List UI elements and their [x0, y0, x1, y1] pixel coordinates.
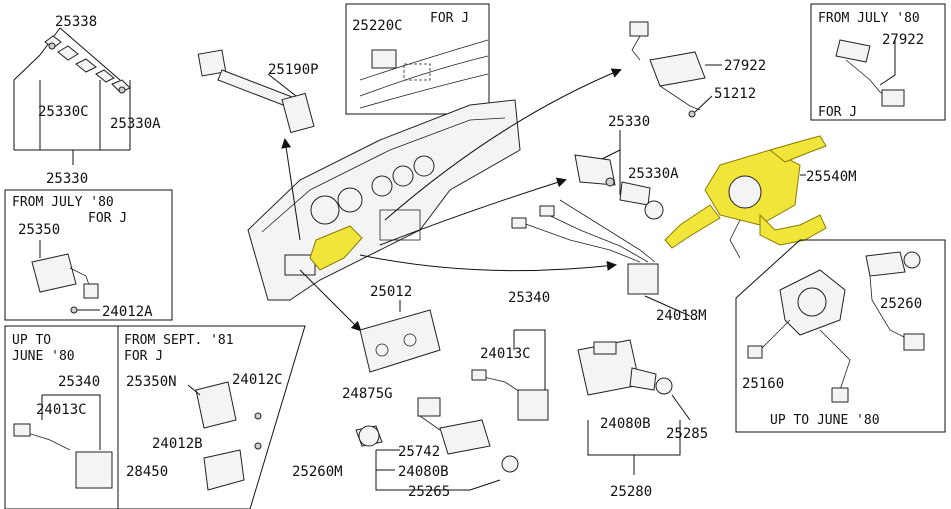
label-24080B-left: 24080B [398, 464, 449, 480]
label-25012: 25012 [370, 284, 412, 300]
label-27922: 27922 [724, 58, 766, 74]
label-up-to: UP TO [12, 333, 51, 348]
label-24013C-center: 24013C [480, 346, 531, 362]
label-24018M: 24018M [656, 308, 707, 324]
label-25190P: 25190P [268, 62, 319, 78]
label-25280: 25280 [610, 484, 652, 500]
part-25350N [187, 381, 262, 491]
label-25540M: 25540M [806, 169, 857, 185]
group-25330-right [574, 130, 664, 220]
label-for-j-topright: FOR J [818, 105, 857, 120]
group-25280 [577, 339, 691, 475]
label-25330C: 25330C [38, 104, 89, 120]
highlight-dashboard [309, 225, 363, 271]
label-for-j-sept: FOR J [124, 349, 163, 364]
label-25330A-right: 25330A [628, 166, 679, 182]
label-24012C: 24012C [232, 372, 283, 388]
dashboard [247, 99, 521, 301]
label-june-80: JUNE '80 [12, 349, 75, 364]
part-25260-right [865, 251, 925, 351]
label-25330-right: 25330 [608, 114, 650, 130]
label-25350: 25350 [18, 222, 60, 238]
label-for-j-left: FOR J [88, 211, 127, 226]
label-25220C: 25220C [352, 18, 403, 34]
label-25260-right: 25260 [880, 296, 922, 312]
label-25340-left: 25340 [58, 374, 100, 390]
label-up-to-june-80-right: UP TO JUNE '80 [770, 413, 880, 428]
part-25160 [747, 269, 851, 403]
label-28450: 28450 [126, 464, 168, 480]
box-bottom-left [4, 325, 306, 509]
label-for-j-top: FOR J [430, 11, 469, 26]
box-from-july-80-left [4, 189, 173, 321]
label-25330-left: 25330 [46, 171, 88, 187]
label-24012B: 24012B [152, 436, 203, 452]
label-from-sept-81: FROM SEPT. '81 [124, 333, 234, 348]
part-25540M-highlighted [664, 135, 827, 259]
label-24875G: 24875G [342, 386, 393, 402]
label-25742: 25742 [398, 444, 440, 460]
label-27922-box: 27922 [882, 32, 924, 48]
part-25190P [197, 49, 315, 134]
label-25350N: 25350N [126, 374, 177, 390]
label-25265: 25265 [408, 484, 450, 500]
label-25160: 25160 [742, 376, 784, 392]
label-25330A-left: 25330A [110, 116, 161, 132]
label-25260M: 25260M [292, 464, 343, 480]
label-24080B-right: 24080B [600, 416, 651, 432]
label-24012A: 24012A [102, 304, 153, 320]
part-27922 [629, 21, 722, 118]
label-from-july-80-left: FROM JULY '80 [12, 195, 114, 210]
part-25340-left [13, 394, 113, 489]
harness-24018M [511, 199, 691, 317]
part-25012 [359, 300, 441, 373]
label-from-july-80-top: FROM JULY '80 [818, 11, 920, 26]
box-from-july-80-top [810, 3, 946, 121]
group-25340-center [471, 329, 549, 421]
box-up-to-june-80-right [735, 239, 946, 433]
label-25340-center: 25340 [508, 290, 550, 306]
label-25338: 25338 [55, 14, 97, 30]
box-25220C [345, 3, 490, 115]
group-25265 [355, 397, 519, 491]
label-24013C-left: 24013C [36, 402, 87, 418]
label-25285: 25285 [666, 426, 708, 442]
group-25330-left [13, 27, 131, 165]
label-51212: 51212 [714, 86, 756, 102]
